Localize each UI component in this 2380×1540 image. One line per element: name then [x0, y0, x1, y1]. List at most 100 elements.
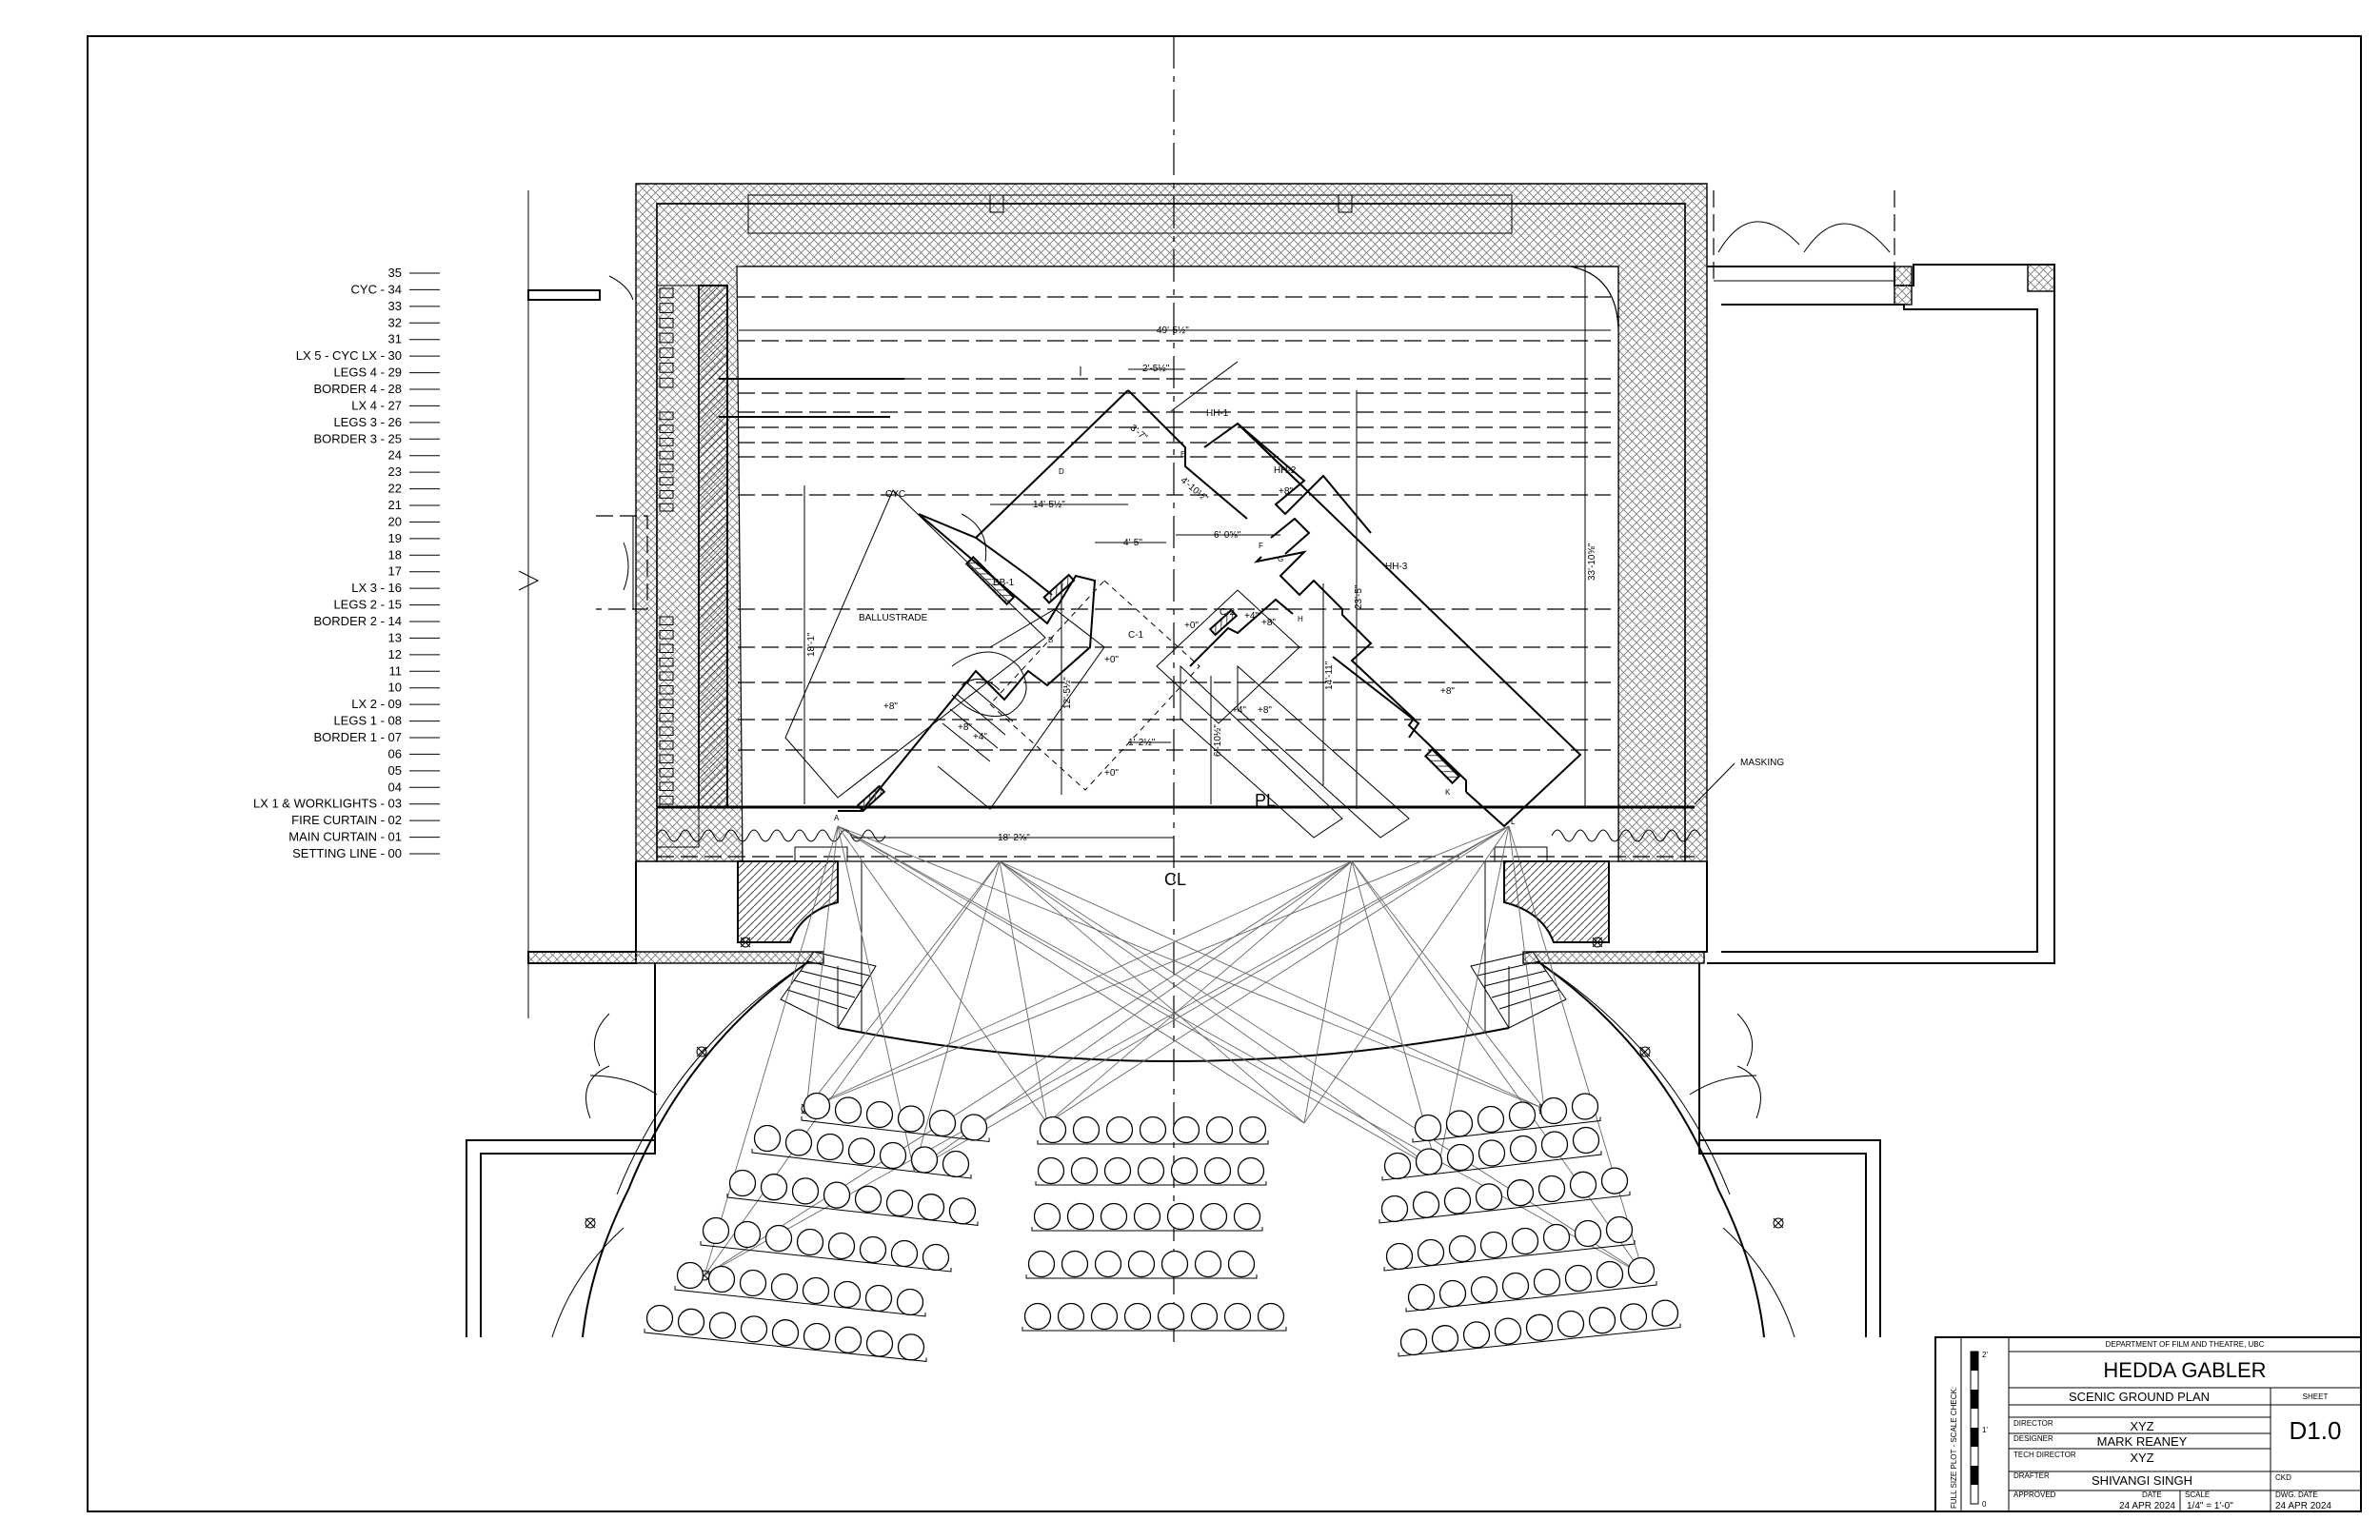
seat	[1233, 1202, 1261, 1231]
seat	[702, 1216, 730, 1245]
sightline	[913, 860, 1001, 1172]
sightline	[999, 860, 1438, 1172]
house-left-wall	[466, 1139, 656, 1337]
rail-slot	[659, 616, 674, 625]
seat	[1494, 1317, 1522, 1345]
rail-slot	[659, 332, 674, 344]
lineset-label: 33	[388, 299, 402, 313]
upstage-recess	[747, 194, 1513, 234]
sl-door-swing	[623, 542, 629, 591]
apron-inner	[837, 966, 1510, 1028]
lineset-label: MAIN CURTAIN - 01	[288, 830, 402, 844]
seat	[897, 1105, 925, 1133]
break-mark	[518, 570, 540, 591]
ballustrade-stair	[937, 608, 1105, 810]
house-arc-left	[582, 960, 810, 1338]
rail-slot	[659, 643, 674, 653]
seat	[897, 1333, 925, 1361]
front-wall-band-right	[1522, 951, 1705, 964]
row-riser	[1021, 1327, 1287, 1332]
stage-left-door	[596, 515, 648, 610]
seat	[739, 1269, 767, 1297]
rail-slot	[659, 303, 674, 313]
seat	[823, 1181, 851, 1209]
sightline	[1351, 860, 1545, 1110]
sightline	[704, 825, 839, 1276]
date: 24 APR 2024	[2119, 1501, 2175, 1511]
hh3-lower-wall	[1332, 656, 1420, 739]
lineset-label: 12	[388, 647, 402, 661]
seat	[1501, 1272, 1530, 1300]
point-g: G	[1278, 555, 1283, 563]
c2-wall	[1189, 598, 1294, 667]
seat	[1446, 1143, 1475, 1172]
seat	[1137, 1156, 1165, 1185]
lineset-label: 18	[388, 547, 402, 562]
lineset-label: 06	[388, 746, 402, 760]
sightline	[1508, 825, 1645, 1276]
seat	[1414, 1114, 1442, 1142]
scale-mark-0: 0	[1982, 1500, 1987, 1509]
point-b: B	[1048, 636, 1053, 644]
seat	[834, 1096, 863, 1124]
seat	[645, 1304, 674, 1333]
lineset-label: 23	[388, 464, 402, 479]
wall-f-g	[1270, 517, 1311, 555]
pillar-cap-left	[794, 846, 848, 862]
height-hh2: +8"	[1279, 486, 1293, 497]
label-cyc: CYC	[885, 489, 905, 500]
row-riser	[1405, 1281, 1657, 1313]
seat	[1399, 1328, 1428, 1356]
sightline	[805, 860, 1001, 1110]
upstage-crossover	[656, 203, 1686, 862]
seat	[1057, 1302, 1085, 1331]
stage-right-wing	[1707, 264, 2055, 964]
rail-slot	[659, 796, 674, 805]
seat	[816, 1133, 844, 1161]
rail-slot	[659, 754, 674, 763]
rail-slot	[659, 464, 674, 473]
rail-slot	[659, 685, 674, 695]
row-riser	[726, 1194, 979, 1226]
platform-lower-left	[1180, 664, 1343, 839]
wall-unit-d-left	[975, 389, 1129, 539]
rail-slot	[659, 347, 674, 359]
point-d: D	[1059, 467, 1064, 476]
sightline	[805, 860, 1353, 1110]
seat	[1160, 1250, 1189, 1278]
tech-director: XYZ	[2130, 1451, 2153, 1465]
seat	[1200, 1202, 1228, 1231]
dim-12-5: 12'-5½"	[1062, 677, 1073, 709]
seat	[1571, 1093, 1599, 1120]
seat	[1237, 1156, 1265, 1185]
point-a: A	[834, 814, 840, 822]
sightline	[913, 825, 1510, 1172]
sightline	[1046, 860, 1353, 1124]
lineset-label: 22	[388, 482, 402, 496]
dim-18-2: 18'-2⅝"	[998, 833, 1030, 843]
seat	[1205, 1116, 1234, 1144]
lineset-label: 24	[388, 448, 402, 463]
seat	[859, 1235, 887, 1264]
wall-unit-d	[1127, 389, 1248, 520]
lineset-label: 31	[388, 332, 402, 346]
seat	[1170, 1156, 1199, 1185]
seat	[1407, 1283, 1436, 1312]
seat	[1090, 1302, 1119, 1331]
label-hh3: HH-3	[1385, 562, 1408, 572]
row-riser	[1037, 1140, 1269, 1145]
point-h: H	[1298, 615, 1303, 623]
lineset-label: BORDER 1 - 07	[314, 730, 402, 744]
director-label: DIRECTOR	[2013, 1419, 2053, 1428]
seat	[1443, 1187, 1472, 1214]
hh3-front	[1253, 550, 1467, 792]
point-k: K	[1445, 788, 1451, 797]
sightline	[805, 825, 839, 1110]
label-cl: CL	[1164, 870, 1186, 889]
house-right-wall	[1698, 1139, 1881, 1337]
stair-left	[780, 951, 877, 1029]
house-low-arc-right	[1722, 1227, 1795, 1338]
seat	[1072, 1116, 1101, 1144]
seat	[1033, 1202, 1061, 1231]
seat	[885, 1189, 914, 1217]
